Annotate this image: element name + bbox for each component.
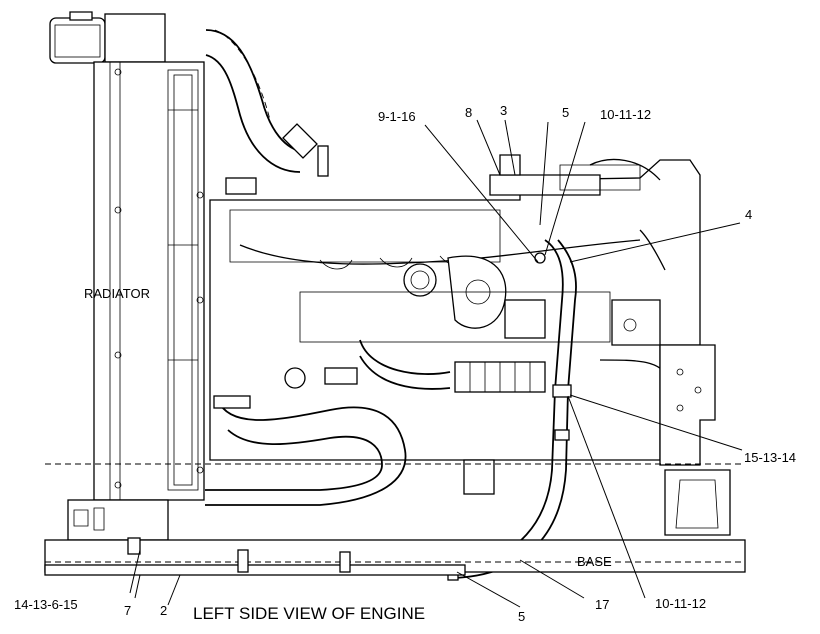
lower-radiator-hose bbox=[205, 395, 407, 506]
leader-lines bbox=[129, 119, 743, 608]
base-frame bbox=[44, 463, 746, 576]
callout-3: 3 bbox=[500, 103, 507, 118]
radiator bbox=[49, 11, 205, 541]
callout-10-11-12-top: 10-11-12 bbox=[600, 107, 651, 122]
callout-4: 4 bbox=[745, 207, 752, 222]
radiator-label: RADIATOR bbox=[84, 286, 150, 301]
engine-block bbox=[209, 154, 731, 536]
callout-2: 2 bbox=[160, 603, 167, 618]
base-label: BASE bbox=[577, 554, 612, 569]
callout-5-top: 5 bbox=[562, 105, 569, 120]
upper-radiator-hose bbox=[205, 29, 329, 195]
callout-10-11-12-bottom: 10-11-12 bbox=[655, 596, 706, 611]
callout-14-13-6-15: 14-13-6-15 bbox=[14, 597, 78, 612]
callout-5-bottom: 5 bbox=[518, 609, 525, 624]
callout-7: 7 bbox=[124, 603, 131, 618]
callout-17: 17 bbox=[595, 597, 609, 612]
callout-15-13-14: 15-13-14 bbox=[744, 450, 796, 465]
callout-8: 8 bbox=[465, 105, 472, 120]
diagram-title: LEFT SIDE VIEW OF ENGINE bbox=[193, 604, 425, 623]
callout-9-1-16: 9-1-16 bbox=[378, 109, 416, 124]
